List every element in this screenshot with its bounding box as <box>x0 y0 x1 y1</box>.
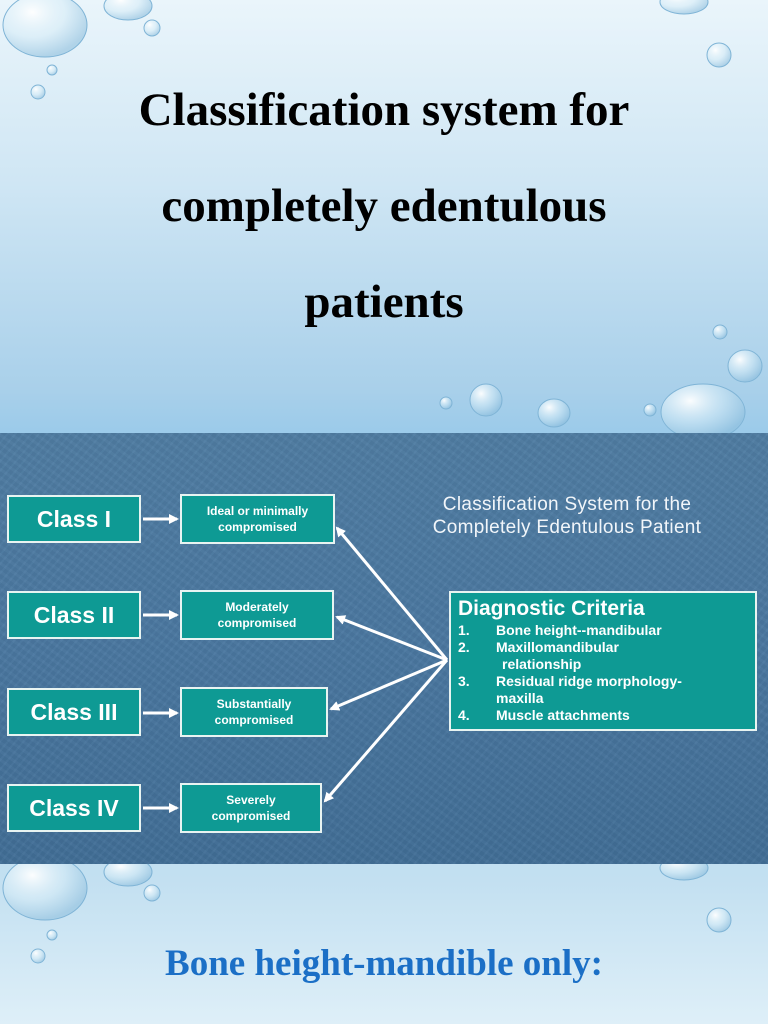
page-title-line: completely edentulous <box>161 180 607 232</box>
class-3-box: Class III <box>7 688 141 736</box>
criteria-item: 1. Bone height--mandibular <box>458 622 755 639</box>
connector-arrows <box>143 514 449 813</box>
criteria-text-line: Muscle attachments <box>496 707 630 723</box>
criteria-number: 2. <box>458 639 470 655</box>
criteria-number: 3. <box>458 673 470 689</box>
class-1-description: Ideal or minimally compromised <box>180 494 335 544</box>
criteria-text: Maxillomandibular relationship <box>496 639 755 673</box>
description-line: compromised <box>214 713 294 727</box>
classification-diagram: Classification System for the Completely… <box>0 433 768 864</box>
class-label: Class III <box>30 698 118 725</box>
slide-title-line: Completely Edentulous Patient <box>432 517 702 538</box>
class-4-box: Class IV <box>7 784 141 832</box>
class-3-description: Substantially compromised <box>180 687 328 737</box>
slide-title: Classification System for the Completely… <box>372 493 762 539</box>
class-1-box: Class I <box>7 495 141 543</box>
slide-title-line: Classification System for the <box>442 494 692 515</box>
criteria-text-line: Bone height--mandibular <box>496 622 662 638</box>
arrow-criteria-3 <box>329 658 448 711</box>
description-line: compromised <box>218 520 297 534</box>
criteria-list: 1. Bone height--mandibular 2. Maxilloman… <box>458 622 755 724</box>
class-2-description: Moderately compromised <box>180 590 334 640</box>
description-line: Ideal or minimally <box>206 504 309 518</box>
arrow-criteria-4 <box>323 659 449 803</box>
description-line: compromised <box>217 616 297 630</box>
criteria-text-line: relationship <box>502 656 582 672</box>
criteria-text: Bone height--mandibular <box>496 622 755 639</box>
page-title-line: Classification system for <box>138 84 630 136</box>
page-title: Classification system for completely ede… <box>0 62 768 350</box>
criteria-text-line: maxilla <box>496 690 544 706</box>
class-2-box: Class II <box>7 591 141 639</box>
arrow-criteria-1 <box>335 526 449 661</box>
criteria-item: 3. Residual ridge morphology- maxilla <box>458 673 755 707</box>
criteria-number: 1. <box>458 622 470 638</box>
arrow-criteria-2 <box>335 615 448 662</box>
criteria-number: 4. <box>458 707 470 723</box>
class-label: Class I <box>36 505 112 532</box>
description-line: compromised <box>211 809 291 823</box>
footer-heading: Bone height-mandible only: <box>165 943 603 984</box>
criteria-text: Residual ridge morphology- maxilla <box>496 673 755 707</box>
diagnostic-criteria-box: Diagnostic Criteria 1. Bone height--mand… <box>449 591 757 731</box>
criteria-text-line: Residual ridge morphology- <box>496 673 682 689</box>
class-4-description: Severely compromised <box>180 783 322 833</box>
page-title-line: patients <box>304 276 464 328</box>
class-label: Class IV <box>29 794 119 821</box>
class-label: Class II <box>33 601 115 628</box>
description-line: Moderately <box>225 600 289 614</box>
criteria-text: Muscle attachments <box>496 707 755 724</box>
criteria-item: 2. Maxillomandibular relationship <box>458 639 755 673</box>
description-line: Substantially <box>216 697 292 711</box>
criteria-item: 4. Muscle attachments <box>458 707 755 724</box>
description-line: Severely <box>226 793 276 807</box>
criteria-heading: Diagnostic Criteria <box>458 597 645 620</box>
criteria-text-line: Maxillomandibular <box>496 639 619 655</box>
